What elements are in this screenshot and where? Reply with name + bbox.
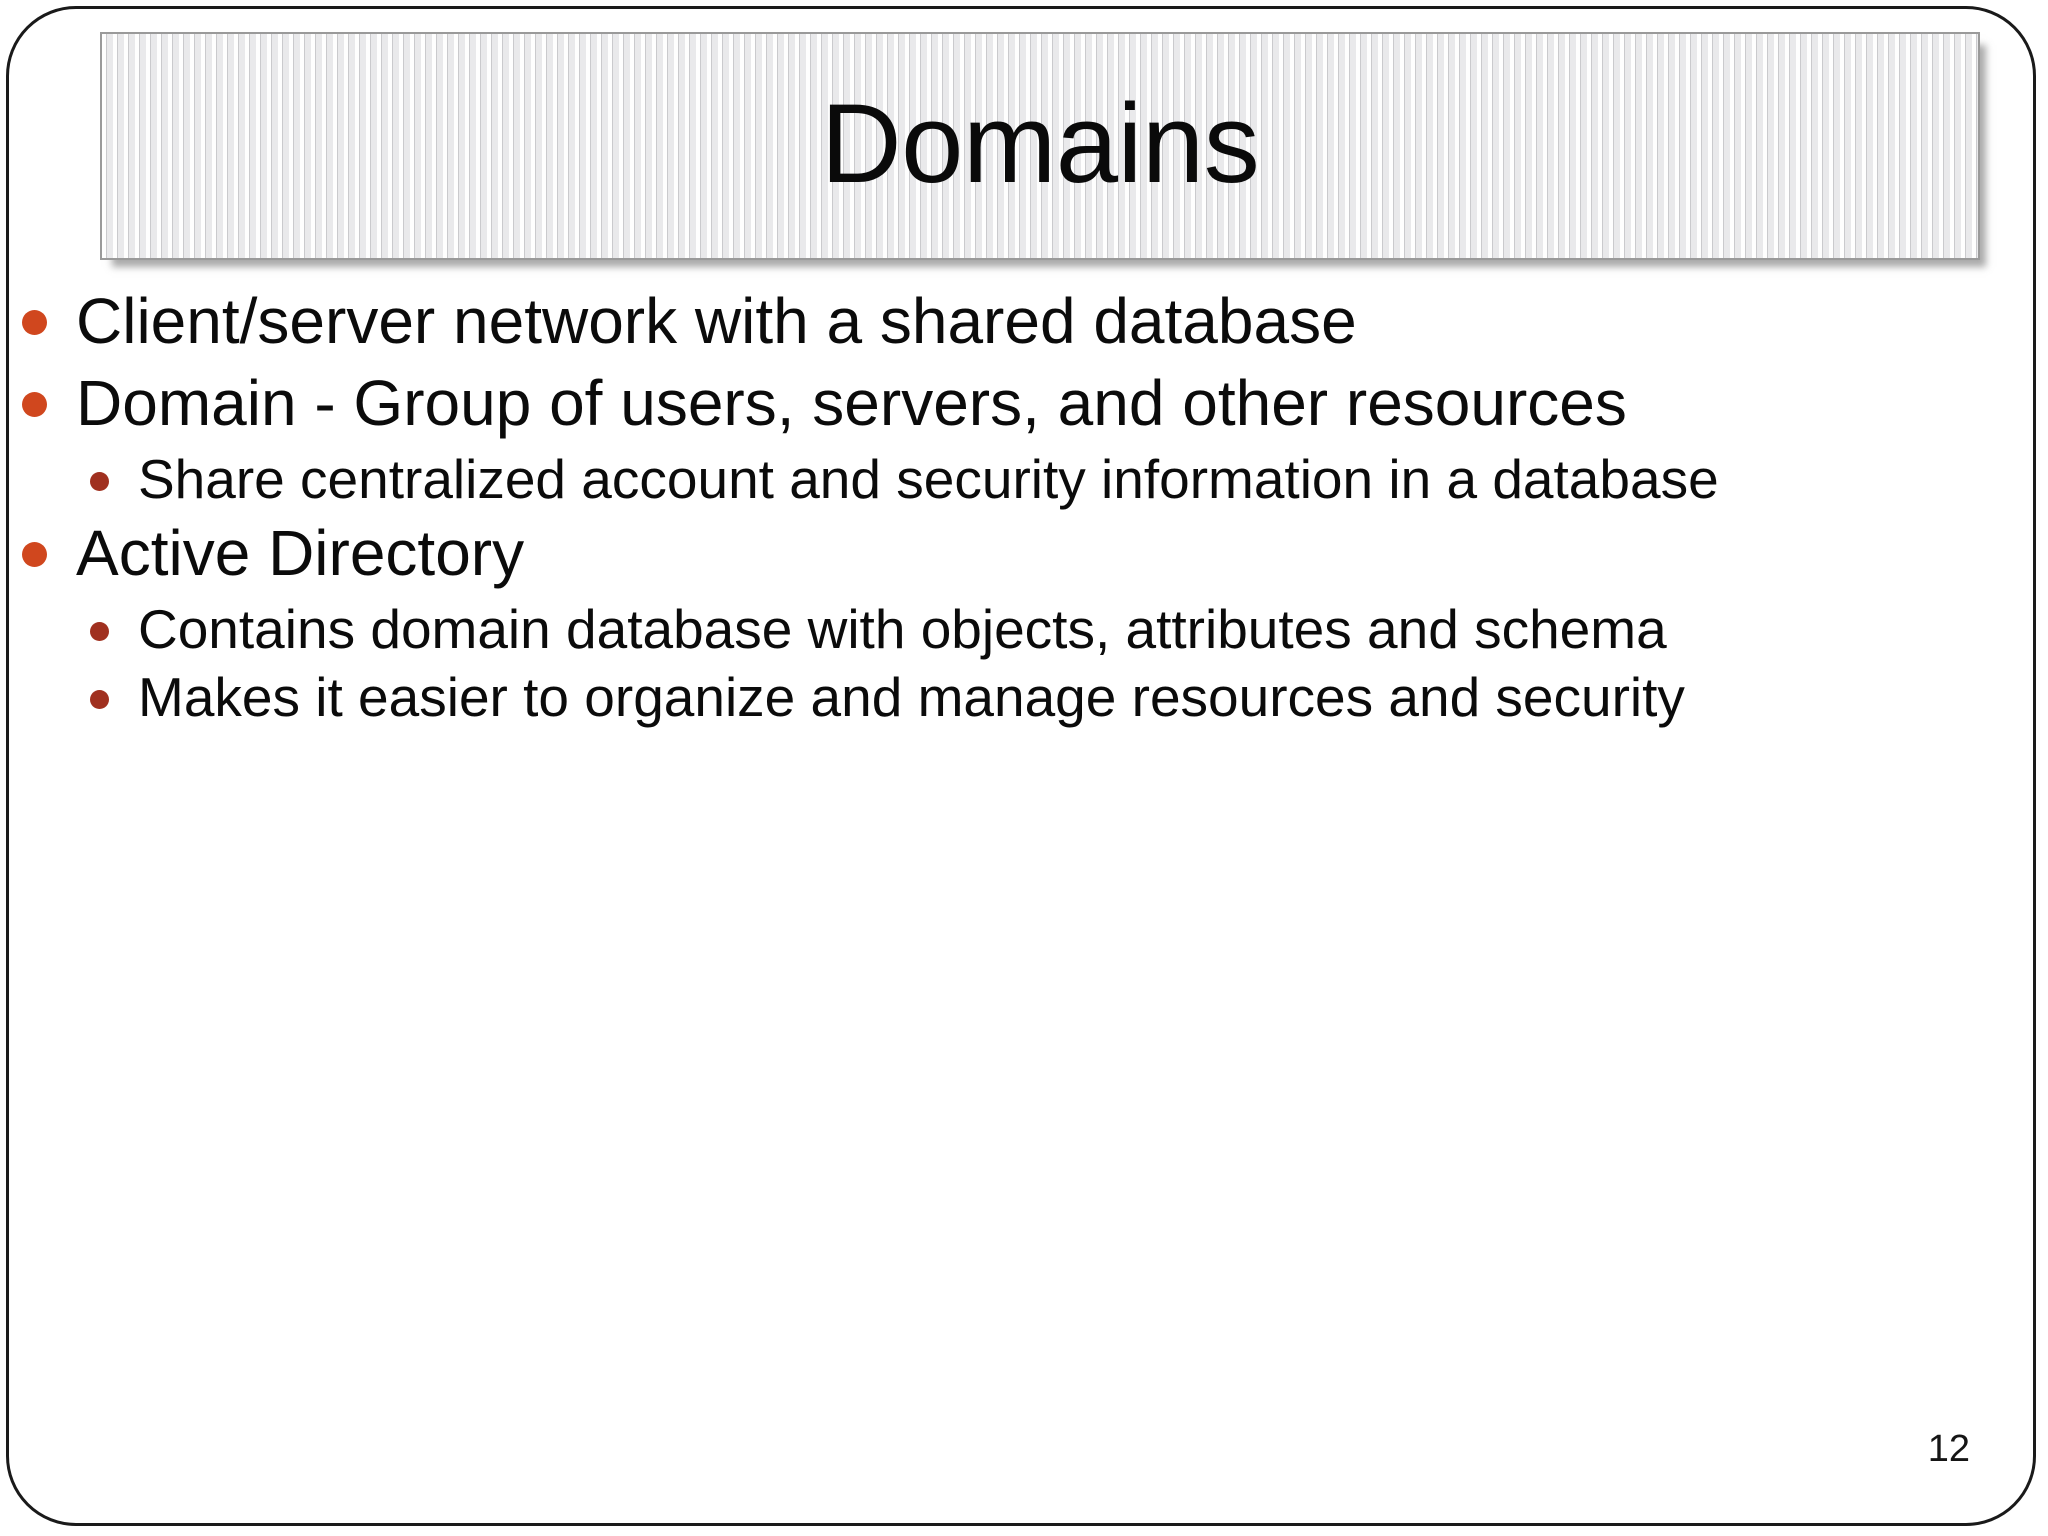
slide-body-content: Client/server network with a shared data…: [0, 282, 2020, 732]
bullet-dot-icon: [90, 622, 109, 642]
bullet-dot-icon: [22, 542, 47, 568]
bullet-item-level1: Client/server network with a shared data…: [0, 282, 2020, 360]
bullet-text: Domain - Group of users, servers, and ot…: [76, 367, 1627, 440]
bullet-text: Makes it easier to organize and manage r…: [138, 666, 1685, 729]
bullet-dot-icon: [90, 472, 109, 492]
slide-title-banner: Domains: [100, 32, 1980, 260]
bullet-text: Contains domain database with objects, a…: [138, 598, 1667, 661]
bullet-item-level2: Share centralized account and security i…: [0, 446, 2020, 512]
bullet-text: Share centralized account and security i…: [138, 448, 1719, 511]
bullet-dot-icon: [90, 690, 109, 710]
bullet-dot-icon: [22, 392, 47, 418]
bullet-item-level1: Domain - Group of users, servers, and ot…: [0, 364, 2020, 442]
page-number: 12: [1927, 1428, 1970, 1470]
bullet-marker-level2: [86, 596, 138, 642]
page-title: Domains: [820, 81, 1260, 206]
bullet-marker-level2: [86, 664, 138, 710]
bullet-text: Client/server network with a shared data…: [76, 285, 1357, 357]
bullet-marker-level2: [86, 446, 138, 492]
bullet-item-level2: Makes it easier to organize and manage r…: [0, 664, 2020, 730]
bullet-dot-icon: [22, 310, 47, 335]
bullet-text: Active Directory: [76, 517, 525, 590]
bullet-item-level1: Active Directory: [0, 514, 2020, 592]
bullet-marker-level1: [14, 514, 76, 568]
bullet-marker-level1: [14, 282, 76, 335]
bullet-item-level2: Contains domain database with objects, a…: [0, 596, 2020, 662]
bullet-marker-level1: [14, 364, 76, 418]
